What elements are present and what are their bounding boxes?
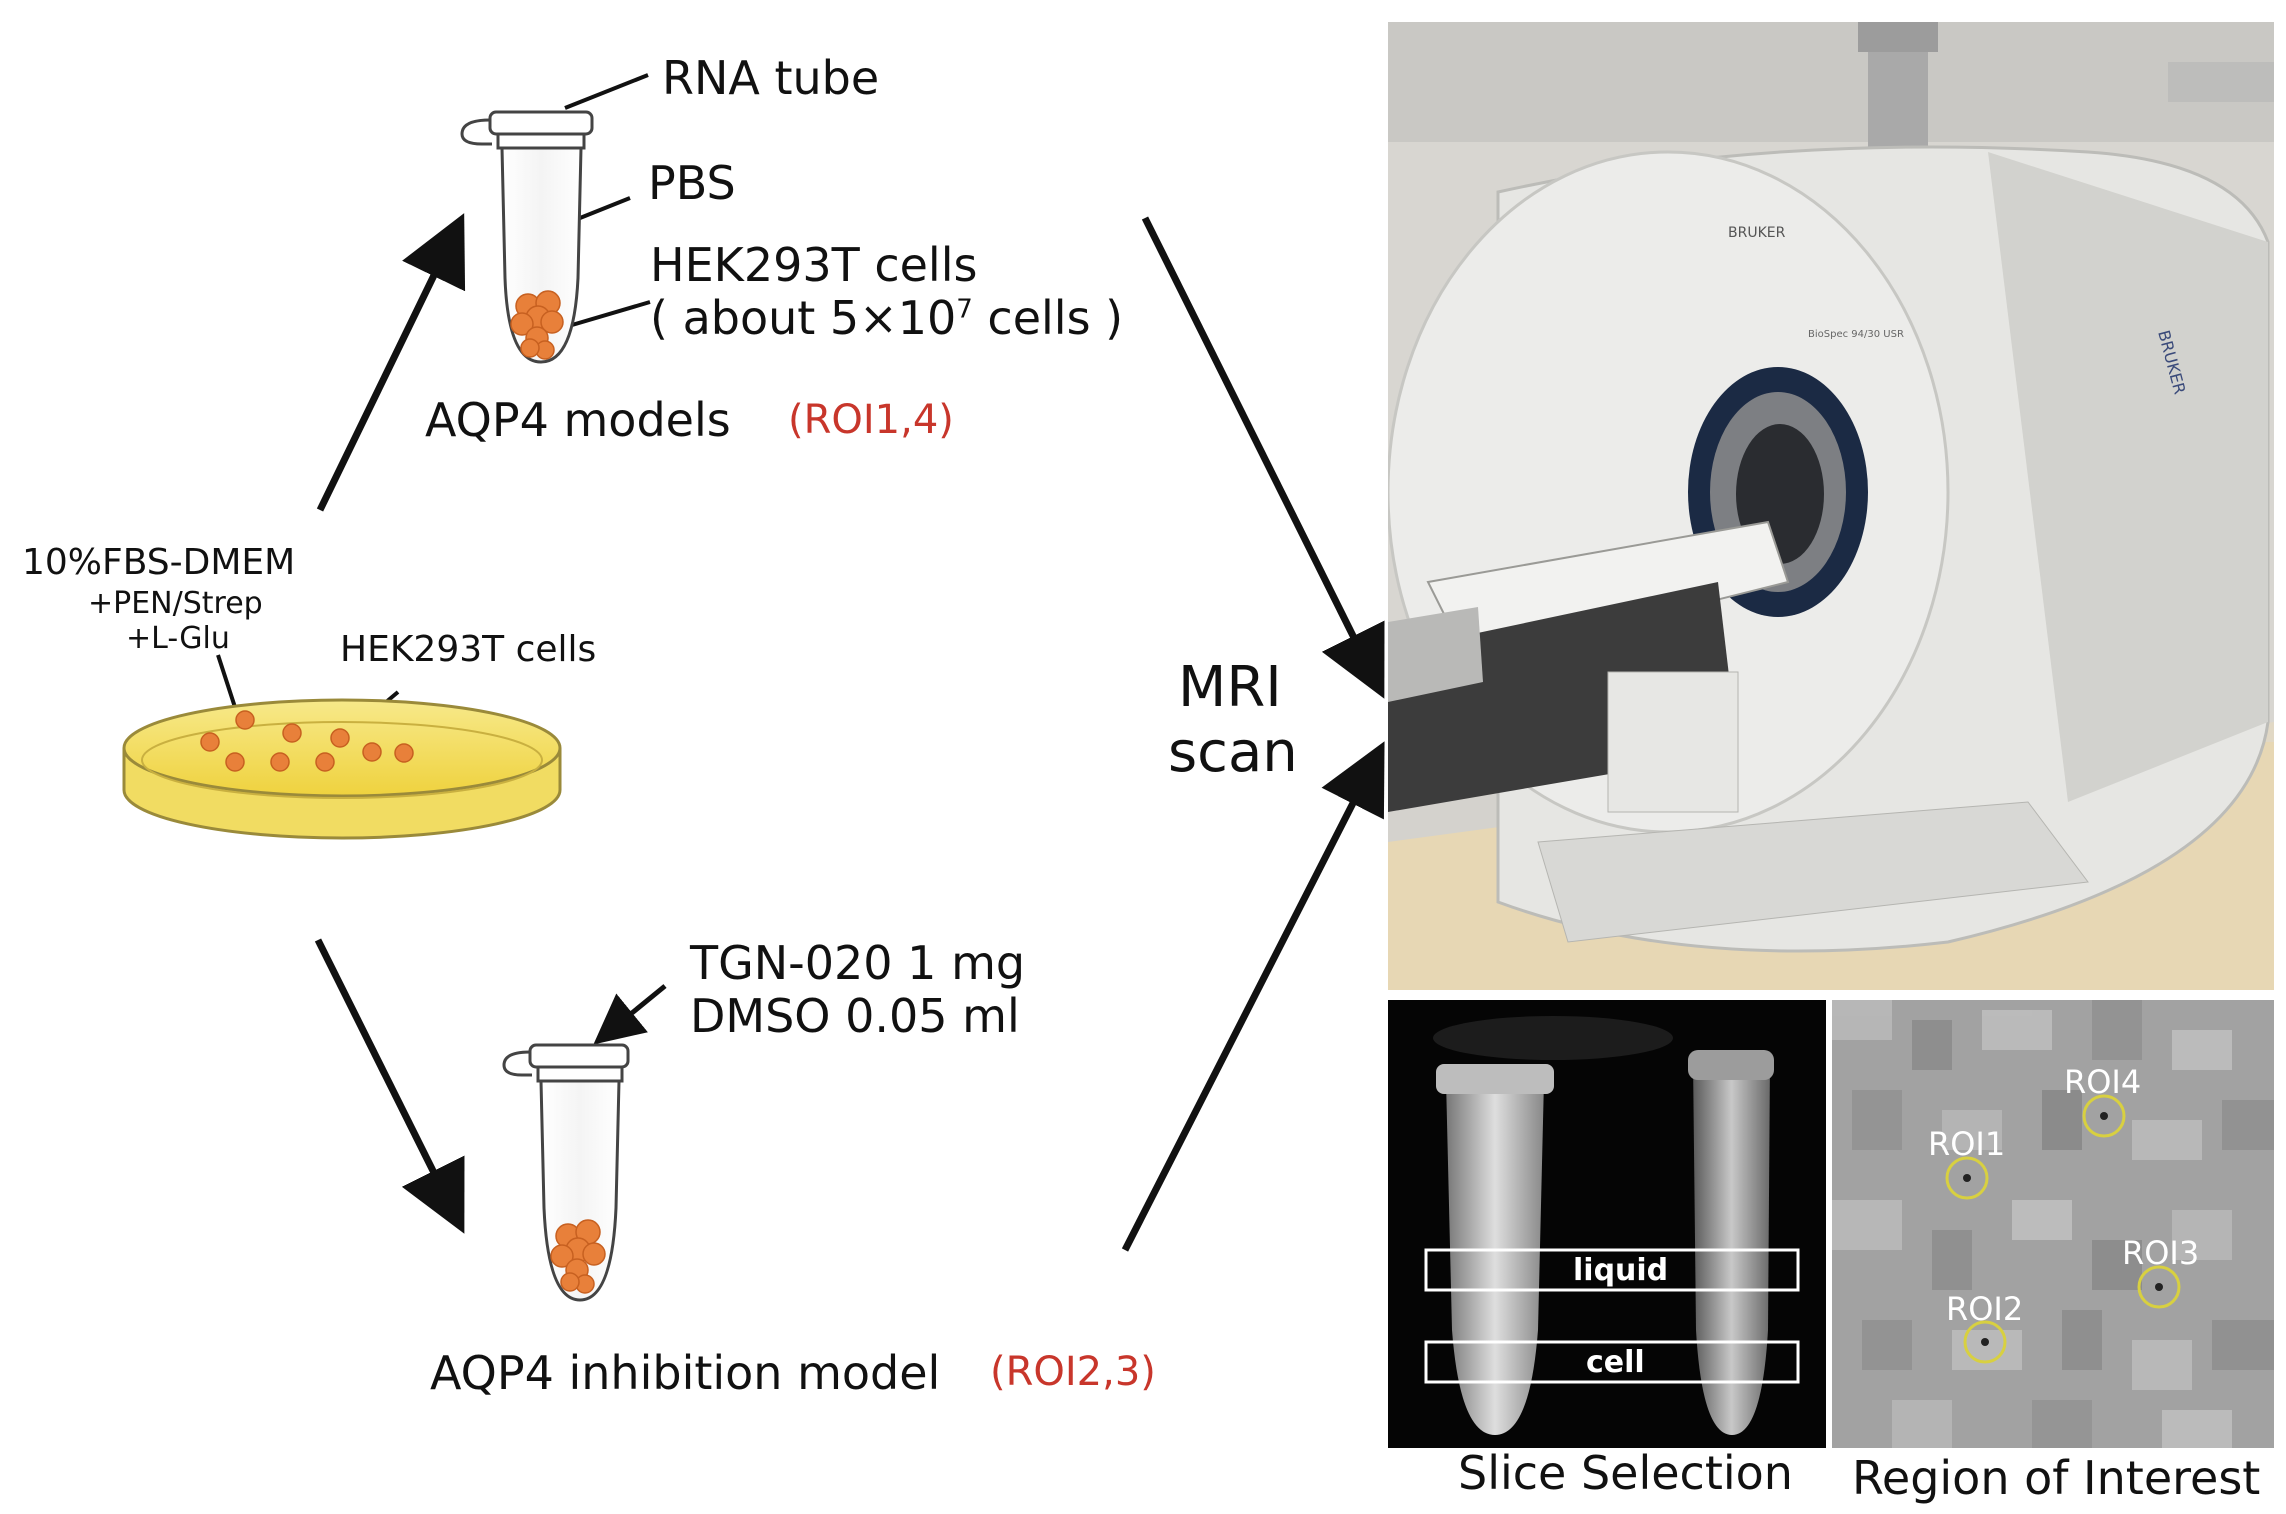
cells-count-prefix: ( about 5×10 <box>650 291 957 345</box>
aqp4-models-label: AQP4 models <box>425 393 731 447</box>
roi-noise-map <box>1832 1000 2274 1448</box>
mri-scanner-photo: BRUKER BioSpec 94/30 USR BRUKER <box>1388 22 2274 990</box>
roi2-circle <box>1963 1320 2007 1364</box>
scanner-model-text: BioSpec 94/30 USR <box>1808 329 1904 340</box>
roi1-label: ROI1 <box>1928 1125 2006 1163</box>
top-cell-pellet <box>510 290 564 360</box>
roi4-circle <box>2082 1094 2126 1138</box>
petri-dish <box>122 698 562 840</box>
roi3-circle <box>2137 1265 2181 1309</box>
cells-count-label: ( about 5×107 cells ) <box>650 295 1123 341</box>
bottom-rna-tube <box>502 1043 630 1302</box>
pbs-label: PBS <box>648 156 736 210</box>
cells-count-suffix: cells ) <box>972 291 1124 345</box>
top-cells-label: HEK293T cells <box>650 238 978 292</box>
medium-label: 10%FBS-DMEM <box>22 542 296 583</box>
arrow-bottom-tube-to-scanner <box>1121 741 1385 1252</box>
slice-tubes-scan <box>1388 1000 1826 1448</box>
roi2-label: ROI2 <box>1946 1290 2024 1328</box>
aqp4-inhibition-label: AQP4 inhibition model <box>430 1346 941 1400</box>
liquid-box-label: liquid <box>1573 1253 1669 1288</box>
dish-cells-label: HEK293T cells <box>340 629 597 670</box>
arrow-dish-to-top-tube <box>316 213 466 512</box>
top-rna-tube <box>460 110 594 364</box>
roi-1-4-label: (ROI1,4) <box>788 397 954 443</box>
roi4-label: ROI4 <box>2064 1063 2142 1101</box>
roi-2-3-label: (ROI2,3) <box>990 1349 1156 1395</box>
flow-arrows <box>314 213 1385 1252</box>
roi-circles <box>1945 1094 2181 1364</box>
slice-selection-caption: Slice Selection <box>1458 1446 1793 1500</box>
supplement-l-glu: +L-Glu <box>126 621 230 656</box>
roi1-circle <box>1945 1156 1989 1200</box>
arrow-dish-to-bottom-tube <box>314 938 465 1234</box>
cells-count-exponent: 7 <box>956 294 973 325</box>
liquid-slice-box <box>1424 1248 1800 1292</box>
dish-cells <box>200 710 414 772</box>
leader-rna-tube <box>564 73 649 110</box>
roi-image: ROI1 ROI4 ROI3 ROI2 <box>1832 1000 2274 1448</box>
rna-tube-label: RNA tube <box>662 51 880 105</box>
roi-caption: Region of Interest <box>1852 1451 2261 1505</box>
arrow-drug-to-tube <box>593 984 667 1045</box>
supplement-pen-strep: +PEN/Strep <box>88 586 263 621</box>
scan-label: scan <box>1168 720 1298 785</box>
drug-line-1: TGN-020 1 mg <box>690 936 1026 990</box>
scanner-brand-front: BRUKER <box>1728 225 1786 241</box>
scanner-illustration: BRUKER BioSpec 94/30 USR BRUKER <box>1388 22 2274 990</box>
bottom-cell-pellet <box>550 1219 606 1294</box>
drug-line-2: DMSO 0.05 ml <box>690 989 1020 1043</box>
mri-label: MRI <box>1178 655 1282 720</box>
arrow-top-tube-to-scanner <box>1141 216 1385 699</box>
slice-selection-image: liquid cell <box>1388 1000 1826 1448</box>
cell-slice-box <box>1424 1340 1800 1384</box>
roi3-label: ROI3 <box>2122 1234 2200 1272</box>
cell-box-label: cell <box>1586 1345 1645 1380</box>
